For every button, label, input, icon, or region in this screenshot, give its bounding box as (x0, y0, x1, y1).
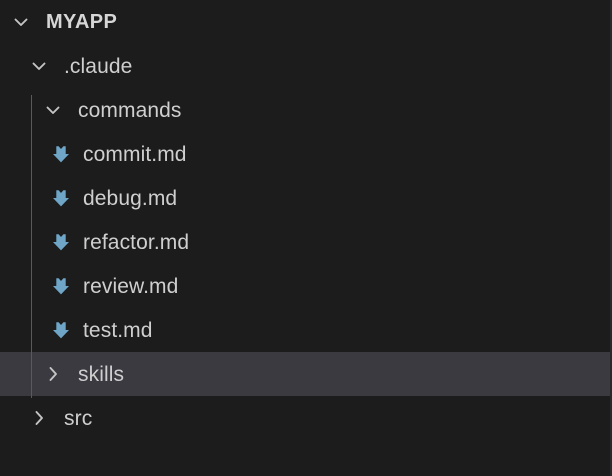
chevron-right-icon[interactable] (26, 405, 52, 431)
tree-folder-row[interactable]: .claude (0, 44, 610, 88)
tree-item-label: MYAPP (46, 11, 118, 33)
chevron-right-icon[interactable] (40, 361, 66, 387)
tree-file-row[interactable]: test.md (0, 308, 610, 352)
markdown-file-icon (48, 317, 74, 343)
tree-folder-row[interactable]: src (0, 396, 610, 440)
tree-file-row[interactable]: debug.md (0, 176, 610, 220)
chevron-down-icon[interactable] (40, 97, 66, 123)
tree-folder-row[interactable]: MYAPP (0, 0, 610, 44)
tree-item-label: .claude (64, 54, 133, 78)
tree-folder-row[interactable]: commands (0, 88, 610, 132)
tree-item-label: commands (78, 98, 182, 122)
tree-folder-row[interactable]: skills (0, 352, 610, 396)
tree-item-label: debug.md (83, 186, 178, 210)
tree-file-row[interactable]: review.md (0, 264, 610, 308)
tree-file-row[interactable]: commit.md (0, 132, 610, 176)
chevron-down-icon[interactable] (26, 53, 52, 79)
markdown-file-icon (48, 273, 74, 299)
chevron-down-icon[interactable] (8, 9, 34, 35)
markdown-file-icon (48, 141, 74, 167)
tree-item-label: test.md (83, 318, 153, 342)
tree-item-label: review.md (83, 274, 179, 298)
tree-item-label: skills (78, 362, 125, 386)
tree-item-label: commit.md (83, 142, 187, 166)
markdown-file-icon (48, 185, 74, 211)
tree-item-label: refactor.md (83, 230, 190, 254)
file-tree: MYAPP .claude commands commit.md debug.md ref… (0, 0, 610, 440)
tree-item-label: src (64, 406, 93, 430)
tree-file-row[interactable]: refactor.md (0, 220, 610, 264)
markdown-file-icon (48, 229, 74, 255)
